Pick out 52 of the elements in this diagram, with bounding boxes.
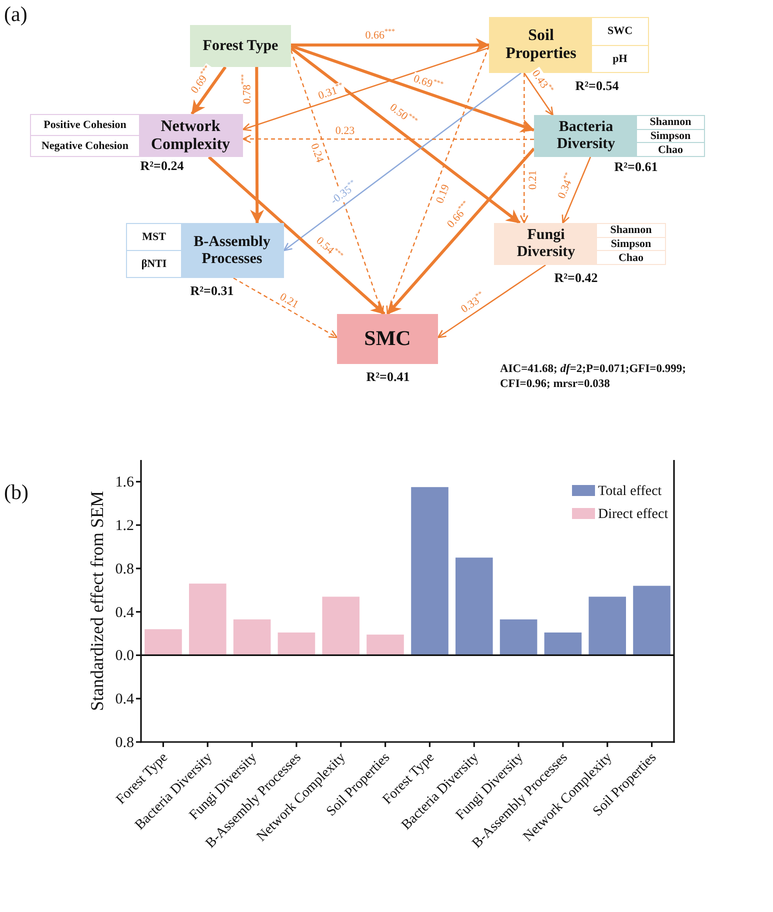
tick-label: 0.0	[115, 648, 134, 664]
tick-label: 0.8	[115, 561, 134, 578]
variable-name: Bacteria Diversity	[535, 116, 637, 156]
r-squared-label: R²=0.24	[140, 158, 184, 174]
r-squared-label: R²=0.61	[614, 159, 658, 175]
legend-label: Direct effect	[598, 507, 668, 522]
tick-label: 0.8	[115, 735, 134, 751]
arrow	[291, 38, 490, 52]
arrow	[208, 156, 386, 316]
r-squared-label: R²=0.54	[575, 78, 619, 94]
arrow	[290, 44, 535, 132]
arrow	[283, 72, 522, 252]
dashed-arrow	[242, 134, 534, 144]
panel-label: (b)	[4, 480, 28, 505]
r-squared-label: R²=0.42	[554, 270, 598, 286]
r-squared-label: R²=0.41	[366, 369, 410, 385]
dashed-arrow	[386, 46, 490, 315]
indicator-label: Chao	[637, 142, 704, 156]
r-squared-label: R²=0.31	[190, 283, 234, 299]
legend-label: Total effect	[598, 484, 662, 499]
panel-label: (a)	[4, 2, 28, 27]
indicator-label: Simpson	[597, 236, 665, 250]
variable-box	[534, 115, 705, 157]
arrow	[250, 67, 264, 224]
variable-name: Fungi Diversity	[495, 224, 597, 264]
edge-label: 0.23	[334, 125, 356, 138]
arrow	[524, 72, 554, 116]
indicator-label: Chao	[597, 250, 665, 264]
tick-label: 0.4	[115, 604, 134, 621]
indicator-label: Simpson	[637, 128, 704, 142]
variable-box	[30, 114, 243, 157]
edge-label: 0.66$^{***}$	[364, 28, 396, 42]
arrow	[242, 47, 490, 132]
variable-box	[126, 223, 284, 278]
arrow	[562, 156, 592, 224]
tick-label: 1.2	[115, 518, 134, 534]
variable-name: Network Complexity	[139, 115, 242, 156]
dashed-arrow	[290, 50, 384, 315]
arrow	[386, 148, 536, 315]
edge-label: 0.21	[527, 168, 540, 190]
variable-box: SMC	[337, 314, 438, 364]
model-fit-statistics: AIC=41.68; df=2;P=0.071;GFI=0.999; CFI=0.96; mrsr=0.038	[500, 362, 687, 392]
tick-label: 0.4	[115, 692, 134, 708]
axis-title: Standardized effect from SEM	[87, 490, 107, 712]
variable-box	[494, 223, 666, 265]
arrow	[437, 264, 546, 338]
tick-label: 1.6	[115, 474, 134, 491]
arrow	[290, 46, 521, 224]
dashed-arrow	[233, 277, 338, 338]
dashed-arrow	[520, 73, 528, 224]
variable-name: B-Assembly Processes	[181, 224, 283, 277]
arrow	[190, 66, 227, 115]
